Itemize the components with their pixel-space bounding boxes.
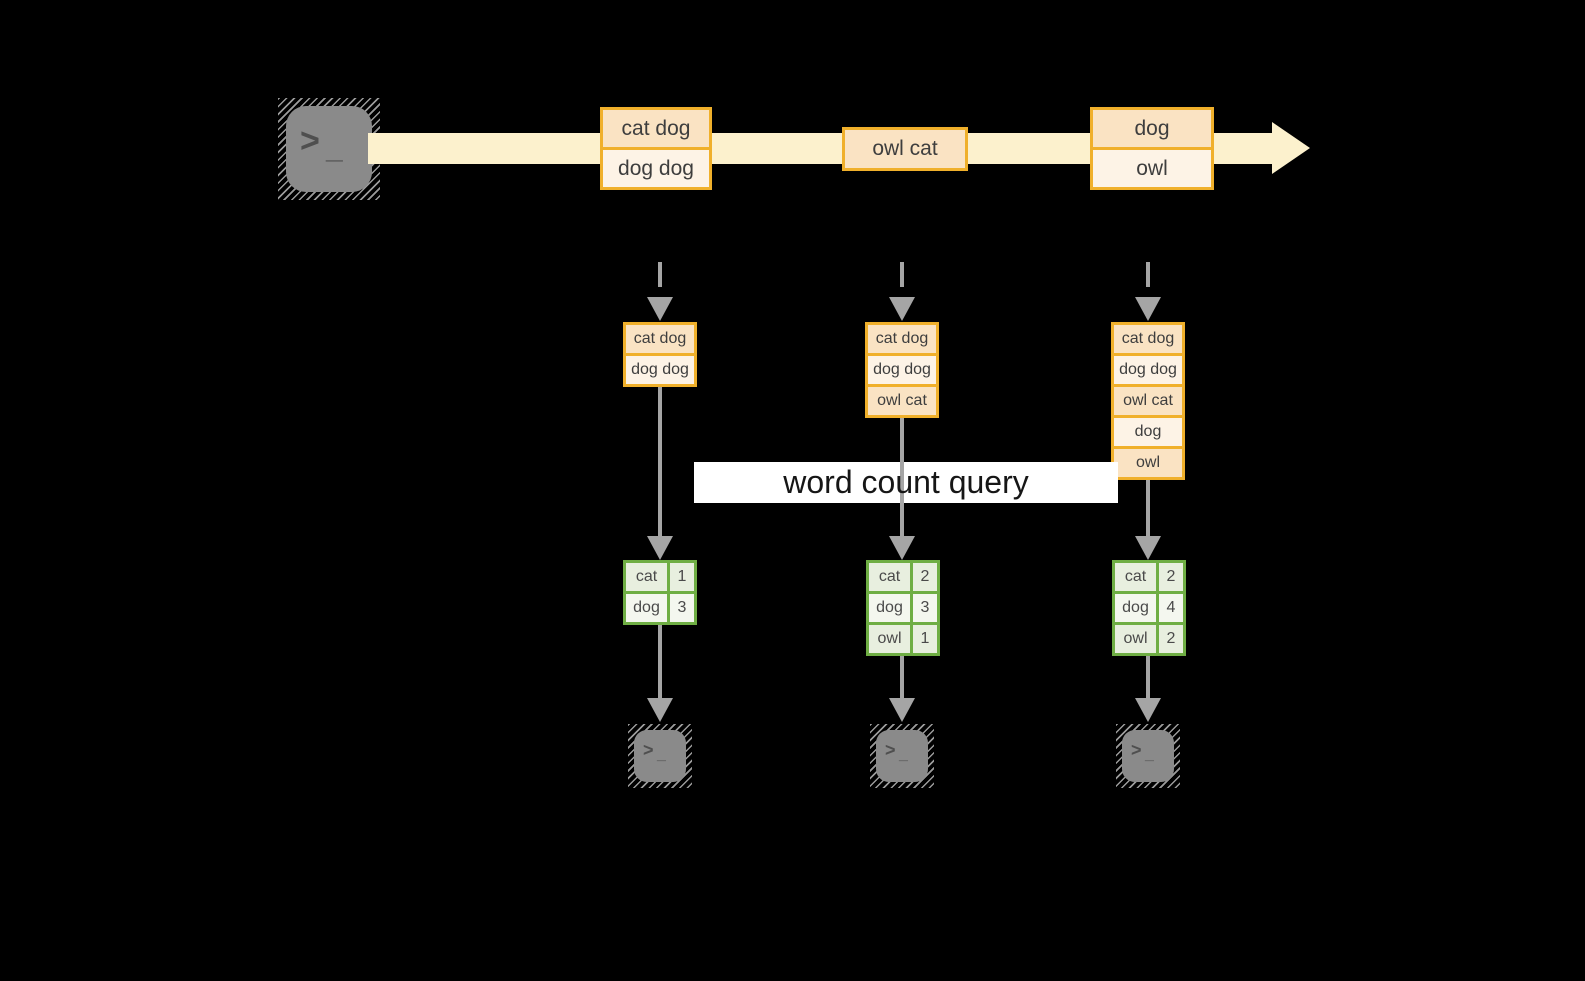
event-line: dog dog <box>603 147 709 187</box>
count-cell: 1 <box>913 622 937 653</box>
count-cell: 2 <box>913 563 937 591</box>
count-cell: 2 <box>1159 622 1183 653</box>
word-cell: cat <box>626 563 670 591</box>
buffer-cell: cat dog <box>868 325 936 353</box>
terminal-body <box>1122 730 1174 782</box>
buffer-stack-1: cat dog dog dog <box>623 322 697 387</box>
down-arrowhead-icon <box>647 698 673 722</box>
terminal-cursor-icon: _ <box>657 746 666 763</box>
flow-arrow <box>900 418 904 537</box>
query-label: word count query <box>783 464 1029 500</box>
source-terminal-icon: > _ <box>278 98 380 200</box>
down-arrowhead-icon <box>647 297 673 321</box>
terminal-cursor-icon: _ <box>1145 746 1154 763</box>
down-arrowhead-icon <box>1135 698 1161 722</box>
word-cell: cat <box>869 563 913 591</box>
buffer-stack-3: cat dog dog dog owl cat dog owl <box>1111 322 1185 480</box>
event-box-3: dog owl <box>1090 107 1214 190</box>
buffer-cell: cat dog <box>626 325 694 353</box>
word-cell: cat <box>1115 563 1159 591</box>
terminal-body <box>286 106 372 192</box>
terminal-prompt-icon: > <box>300 122 320 160</box>
buffer-cell: dog dog <box>1114 353 1182 384</box>
flow-arrow <box>658 625 662 700</box>
count-cell: 3 <box>913 591 937 622</box>
down-arrowhead-icon <box>647 536 673 560</box>
count-table-3: cat 2 dog 4 owl 2 <box>1112 560 1186 656</box>
result-terminal-icon-1: > _ <box>628 724 692 788</box>
ingest-arrow-1 <box>658 262 662 294</box>
event-line: owl <box>1093 147 1211 187</box>
word-cell: owl <box>869 622 913 653</box>
word-cell: owl <box>1115 622 1159 653</box>
buffer-cell: dog dog <box>626 353 694 384</box>
word-cell: dog <box>869 591 913 622</box>
event-line: owl cat <box>845 130 965 168</box>
down-arrowhead-icon <box>1135 536 1161 560</box>
word-cell: dog <box>1115 591 1159 622</box>
flow-arrow <box>1146 656 1150 700</box>
terminal-prompt-icon: > <box>643 740 654 760</box>
buffer-cell: owl cat <box>868 384 936 415</box>
count-cell: 3 <box>670 591 694 622</box>
terminal-cursor-icon: _ <box>899 746 908 763</box>
terminal-body <box>876 730 928 782</box>
event-line: cat dog <box>603 110 709 147</box>
terminal-cursor-icon: _ <box>326 132 343 165</box>
down-arrowhead-icon <box>889 297 915 321</box>
terminal-prompt-icon: > <box>885 740 896 760</box>
buffer-cell: dog dog <box>868 353 936 384</box>
down-arrowhead-icon <box>889 698 915 722</box>
down-arrowhead-icon <box>1135 297 1161 321</box>
ingest-arrow-3 <box>1146 262 1150 294</box>
terminal-body <box>634 730 686 782</box>
count-cell: 4 <box>1159 591 1183 622</box>
event-line: dog <box>1093 110 1211 147</box>
event-box-2: owl cat <box>842 127 968 171</box>
count-table-1: cat 1 dog 3 <box>623 560 697 625</box>
down-arrowhead-icon <box>889 536 915 560</box>
buffer-cell: cat dog <box>1114 325 1182 353</box>
result-terminal-icon-3: > _ <box>1116 724 1180 788</box>
flow-arrow <box>1146 480 1150 537</box>
result-terminal-icon-2: > _ <box>870 724 934 788</box>
terminal-prompt-icon: > <box>1131 740 1142 760</box>
buffer-cell: owl <box>1114 446 1182 477</box>
event-box-1: cat dog dog dog <box>600 107 712 190</box>
buffer-cell: dog <box>1114 415 1182 446</box>
word-cell: dog <box>626 591 670 622</box>
flow-arrow <box>658 387 662 537</box>
flow-arrow <box>900 656 904 700</box>
count-cell: 2 <box>1159 563 1183 591</box>
stream-arrowhead-icon <box>1272 122 1310 174</box>
buffer-cell: owl cat <box>1114 384 1182 415</box>
ingest-arrow-2 <box>900 262 904 294</box>
count-cell: 1 <box>670 563 694 591</box>
query-label-band <box>694 462 1118 503</box>
count-table-2: cat 2 dog 3 owl 1 <box>866 560 940 656</box>
buffer-stack-2: cat dog dog dog owl cat <box>865 322 939 418</box>
